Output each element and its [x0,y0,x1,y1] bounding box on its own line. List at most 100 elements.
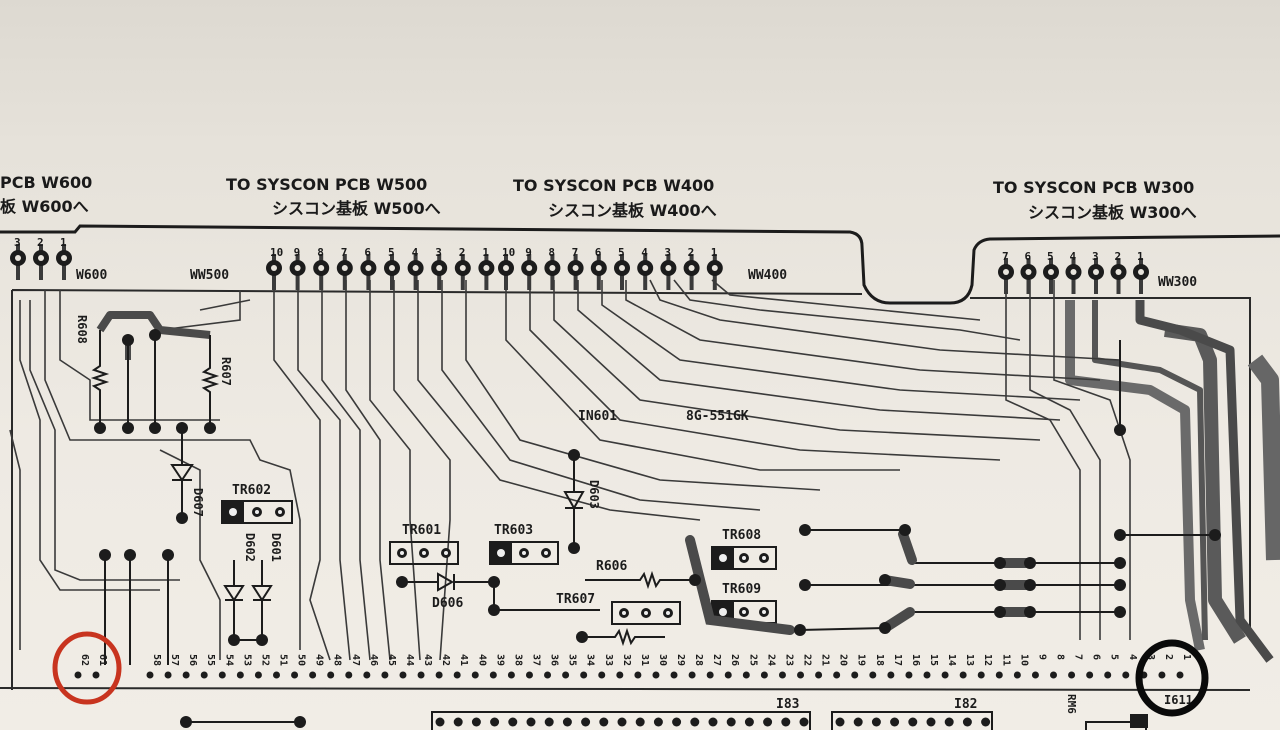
dip-pin [617,717,627,727]
edge-pin-number: 12 [982,654,993,666]
edge-pin-number: 9 [1036,654,1047,660]
edge-pin-pad [706,671,714,679]
tr601-label: TR601 [402,523,441,538]
edge-pin-number: 23 [783,654,794,666]
edge-pin-number: 43 [422,654,433,666]
dip-pin [599,717,609,727]
d606-label: D606 [432,596,463,611]
edge-pin-pad [634,671,642,679]
solder-pad [568,542,580,554]
edge-pin-number: 51 [277,654,288,666]
edge-pin-number: 11 [1000,654,1011,666]
edge-pin-number: 21 [820,654,831,666]
tr603-label: TR603 [494,523,533,538]
edge-pin-number: 16 [910,654,921,666]
solder-pad [1209,529,1221,541]
dip-pin [871,717,881,727]
dip-pin [653,717,663,727]
d603-label: D603 [587,480,601,509]
edge-pin-pad [1068,671,1076,679]
connector-w600-label: W600 [76,268,107,283]
solder-pad [1114,557,1126,569]
diode-d607: D607 [170,430,205,518]
header-w400: TO SYSCON PCB W400 シスコン基板 W400へ [513,176,717,220]
signal-traces [9,279,1131,661]
connector-pin-hole [595,265,602,271]
resistor-r607: R607 [200,335,233,428]
connector-pin-number: 6 [364,246,371,259]
solder-pad [149,422,161,434]
connector-w500-label: WW500 [190,268,229,283]
resistor-r608: R608 [75,315,110,425]
edge-pin-number: 39 [494,654,505,666]
edge-pin-number: 31 [639,654,650,666]
edge-pin-number: 50 [296,654,307,666]
edge-pin-pad [525,671,533,679]
edge-pin-pad [435,671,443,679]
edge-pin-pad [1086,671,1094,679]
edge-pin-pad [74,671,82,679]
edge-pin-pad [254,671,262,679]
edge-pin-pad [544,671,552,679]
edge-pin-pad [507,671,515,679]
d607-label: D607 [191,488,205,517]
header-w500-en: TO SYSCON PCB W500 [226,175,427,194]
connector-pin-number: 2 [1115,250,1122,263]
dip-pin [853,717,863,727]
edge-pin-pad [977,671,985,679]
connector-pin-number: 7 [1002,250,1009,263]
connector-pin-hole [61,255,67,261]
edge-pin-number: 22 [802,654,813,666]
edge-pin-pad [345,671,353,679]
solder-pad [994,606,1006,618]
connector-pin-hole [436,265,443,271]
board-inner-outline [11,289,1251,690]
edge-pin-number: 13 [964,654,975,666]
connector-w300-label: WW300 [1158,275,1197,290]
i83-label: I83 [776,697,799,712]
edge-pin-number: 30 [657,654,668,666]
edge-pin-pad [724,671,732,679]
solder-pads [94,329,1221,728]
edge-pin-pad [1158,671,1166,679]
edge-pin-number: 47 [350,654,361,666]
solder-pad [568,449,580,461]
solder-pad [396,576,408,588]
solder-pad [256,634,268,646]
dip-pin [672,717,682,727]
edge-pin-number: 49 [314,654,325,666]
edge-pin-pad [562,671,570,679]
connector-pin-number: 10 [502,246,515,259]
solder-pad [176,422,188,434]
connector-pin-number: 1 [60,236,67,249]
connector-pin-number: 2 [688,246,695,259]
edge-pin-number: 38 [512,654,523,666]
edge-pin-number: 6 [1091,654,1102,660]
transistor-tr607: TR607 [556,592,681,625]
board-bottom-line [0,687,1251,691]
edge-pin-pad [1122,671,1130,679]
dip-pin [835,717,845,727]
connector-pin-number: 5 [618,246,625,259]
edge-pin-pad [1031,671,1039,679]
dip-pin [544,717,554,727]
connector-w400-label: WW400 [748,268,787,283]
tr602-label: TR602 [232,483,271,498]
edge-pin-pad [363,671,371,679]
solder-pad [228,634,240,646]
edge-pin-pad [833,671,841,679]
ic-part-label: 8G-551GK [686,409,749,424]
solder-pad [994,579,1006,591]
transistor-tr602: TR602 [221,483,293,524]
edge-pin-number: 52 [259,654,270,666]
dip-pin [962,717,972,727]
rm6-label: RM6 [1065,694,1078,714]
edge-pin-number: 19 [856,654,867,666]
edge-pin-number: 61 [97,654,108,666]
i82-label: I82 [954,697,977,712]
edge-pin-number: 57 [169,654,180,666]
red-circle-annotation [52,631,122,705]
board-outline [0,224,1280,305]
tr609-label: TR609 [722,582,761,597]
